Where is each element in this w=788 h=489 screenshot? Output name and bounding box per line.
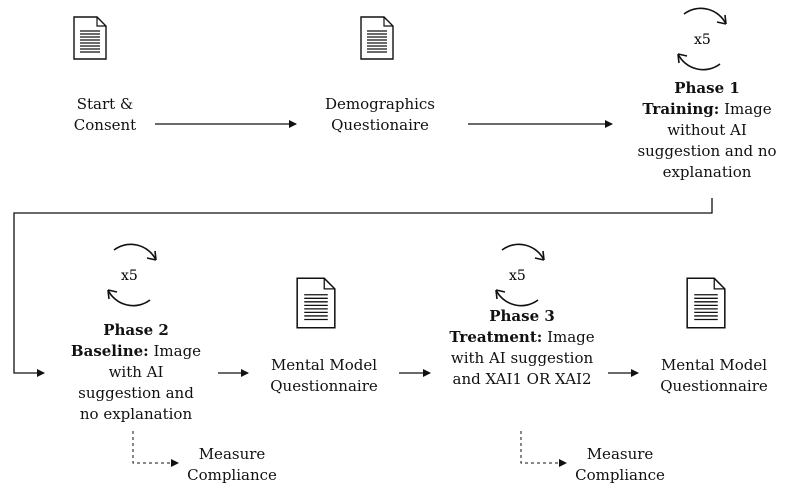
phase1-subtitle: Training: — [642, 100, 720, 118]
phase1-title: Phase 1 — [674, 79, 740, 97]
cycle-arrows-icon: x5 — [677, 7, 727, 71]
dashed-arrow-phase2-to-compliance — [132, 431, 179, 467]
document-icon — [73, 16, 107, 60]
phase2-desc-l1: Image — [153, 342, 202, 360]
phase3-desc-l2: with AI suggestion — [450, 349, 594, 367]
phase3-title: Phase 3 — [489, 307, 555, 325]
start-consent-label: Start & Consent — [50, 94, 160, 136]
demographics-label: Demographics Questionaire — [315, 94, 445, 136]
mm1-line2: Questionnaire — [270, 377, 378, 395]
repeat-count-label: x5 — [121, 268, 138, 284]
repeat-count-label: x5 — [509, 268, 526, 284]
mental-model-label-2: Mental Model Questionnaire — [644, 355, 784, 397]
demographics-line2: Questionaire — [331, 116, 429, 134]
repeat-count-label: x5 — [694, 32, 711, 48]
phase2-desc-l3: suggestion and — [78, 384, 194, 402]
measure-compliance-label-2: Measure Compliance — [566, 444, 674, 486]
phase2-title: Phase 2 — [103, 321, 169, 339]
phase2-subtitle: Baseline: — [70, 342, 149, 360]
phase1-desc-l3: suggestion and no — [637, 142, 777, 160]
cycle-arrows-icon: x5 — [495, 243, 545, 307]
phase3-desc-l3: and XAI1 OR XAI2 — [452, 370, 592, 388]
arrow-phase1-to-phase2 — [13, 198, 713, 377]
phase1-label: Phase 1 Training: Image without AI sugge… — [628, 78, 786, 183]
phase2-desc-l2: with AI — [108, 363, 164, 381]
document-icon — [296, 277, 336, 329]
phase1-desc-l1: Image — [724, 100, 772, 118]
compliance2-line2: Compliance — [575, 466, 665, 484]
phase3-desc-l1: Image — [547, 328, 595, 346]
phase2-label: Phase 2 Baseline: Image with AI suggesti… — [56, 320, 216, 425]
demographics-line1: Demographics — [324, 95, 436, 113]
phase3-subtitle: Treatment: — [449, 328, 543, 346]
compliance1-line2: Compliance — [187, 466, 277, 484]
compliance1-line1: Measure — [198, 445, 266, 463]
mm1-line1: Mental Model — [270, 356, 378, 374]
measure-compliance-label-1: Measure Compliance — [178, 444, 286, 486]
compliance2-line1: Measure — [586, 445, 654, 463]
cycle-arrows-icon: x5 — [107, 243, 157, 307]
document-icon — [686, 277, 726, 329]
dashed-arrow-phase3-to-compliance — [520, 431, 567, 467]
start-line1: Start & — [76, 95, 134, 113]
phase3-label: Phase 3 Treatment: Image with AI suggest… — [434, 306, 610, 390]
start-line2: Consent — [73, 116, 137, 134]
phase1-desc-l2: without AI — [667, 121, 747, 139]
phase2-desc-l4: no explanation — [79, 405, 193, 423]
mm2-line1: Mental Model — [660, 356, 768, 374]
mental-model-label-1: Mental Model Questionnaire — [254, 355, 394, 397]
document-icon — [360, 16, 394, 60]
mm2-line2: Questionnaire — [660, 377, 768, 395]
phase1-desc-l4: explanation — [662, 163, 752, 181]
